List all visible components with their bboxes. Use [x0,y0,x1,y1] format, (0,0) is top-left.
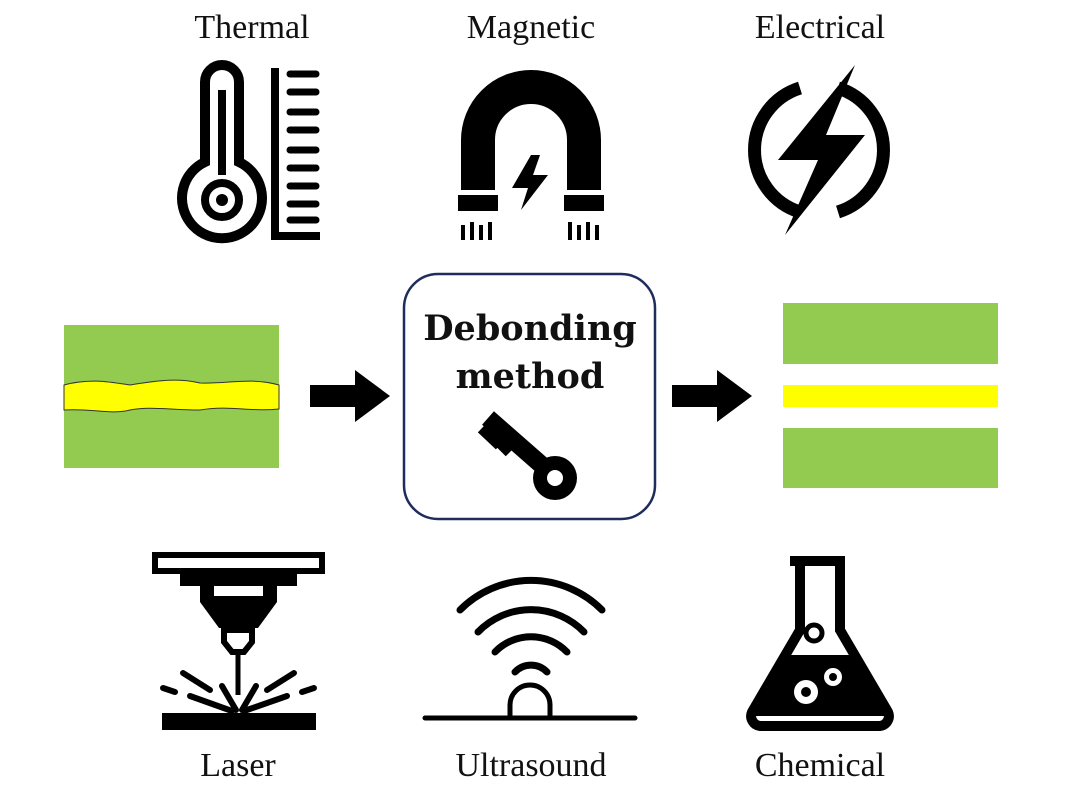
separated-substrates [783,303,998,488]
label-ultrasound: Ultrasound [455,747,606,784]
label-electrical: Electrical [755,9,885,46]
label-chemical: Chemical [755,747,885,784]
magnet-icon [458,70,604,240]
laser-icon [152,552,325,730]
center-title-line2: method [456,356,605,397]
arrow-right-icon [672,370,752,422]
label-thermal: Thermal [194,9,309,46]
label-laser: Laser [200,747,276,784]
bonded-substrates [63,325,280,468]
debonding-method-box: Debonding method [402,272,657,521]
key-icon [477,411,577,500]
flask-icon [746,556,894,731]
ultrasound-icon [422,577,638,721]
arrow-right-icon [310,370,390,422]
label-magnetic: Magnetic [467,9,595,46]
center-title-line1: Debonding [423,308,637,349]
thermometer-icon [177,60,320,244]
lightning-icon [748,65,890,235]
